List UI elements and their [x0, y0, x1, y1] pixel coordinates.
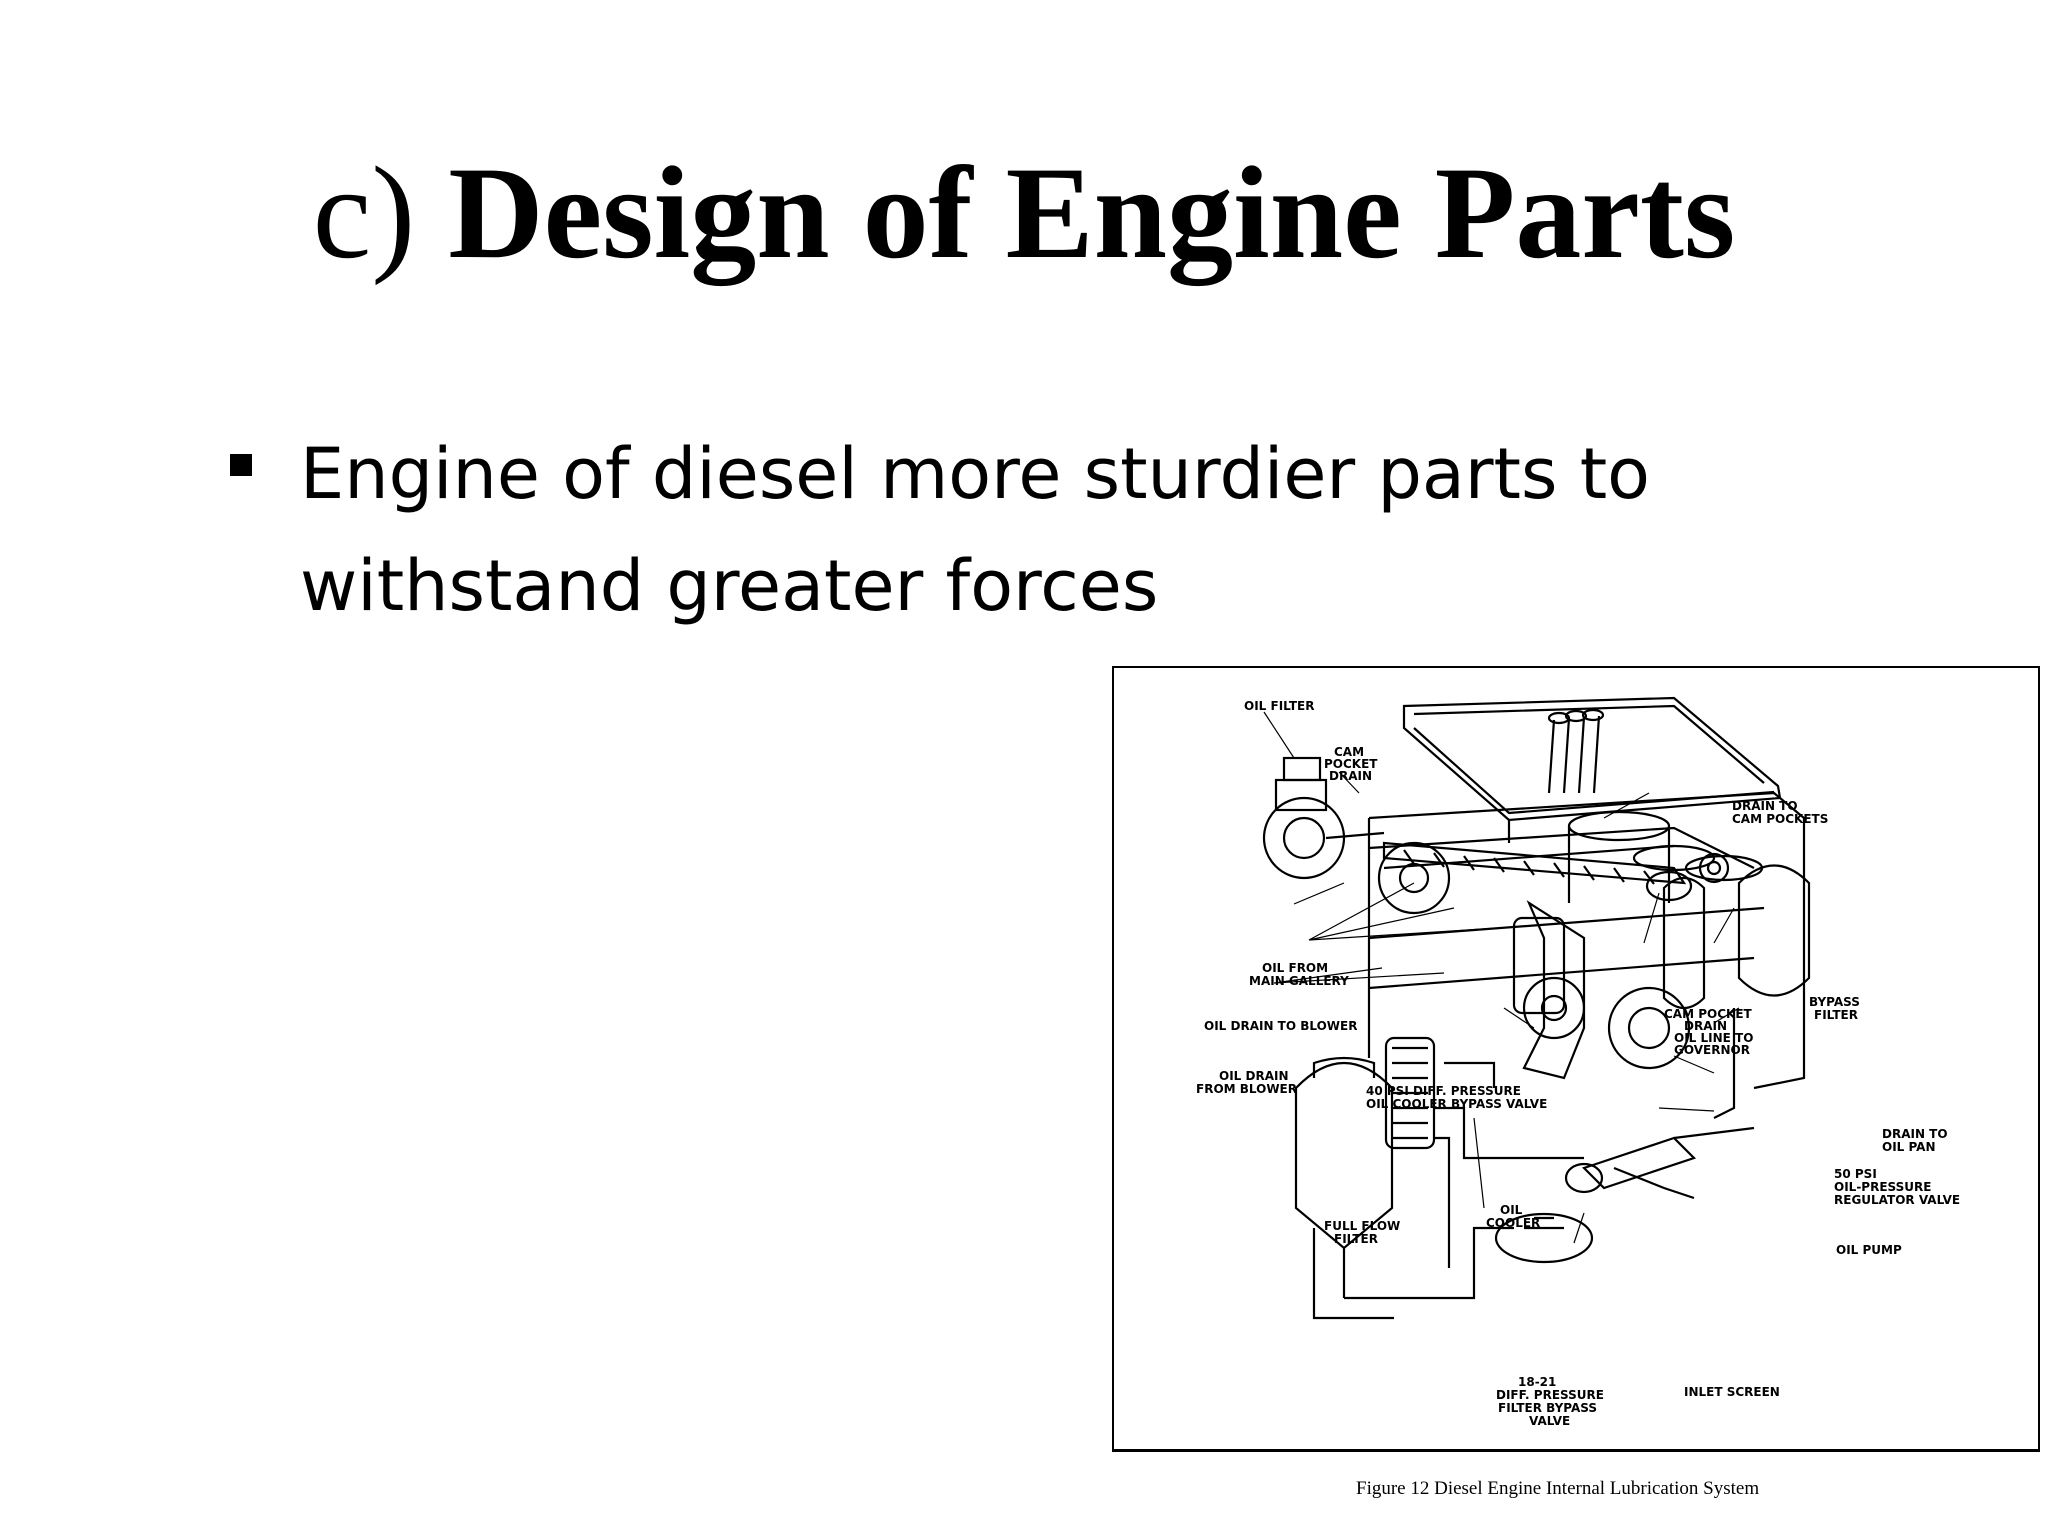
- bullet-square-icon: [230, 454, 252, 476]
- label-full-flow-2: FILTER: [1334, 1232, 1378, 1246]
- label-oil-pump: OIL PUMP: [1836, 1243, 1902, 1257]
- label-oil-drain-from-2: FROM BLOWER: [1196, 1082, 1297, 1096]
- bullet-item: Engine of diesel more sturdier parts to …: [230, 418, 1790, 642]
- label-bypass-valve-4: VALVE: [1529, 1414, 1570, 1428]
- label-cam-pocket-drain-1: CAM: [1334, 745, 1364, 759]
- label-psi40-2: OIL COOLER BYPASS VALVE: [1366, 1097, 1547, 1111]
- label-drain-cam-2: CAM POCKETS: [1732, 812, 1828, 826]
- label-oil-from-1: OIL FROM: [1262, 961, 1328, 975]
- label-drain-oil-pan-1: DRAIN TO: [1882, 1127, 1948, 1141]
- label-cam-pocket-b-1: CAM POCKET: [1664, 1007, 1753, 1021]
- label-drain-oil-pan-2: OIL PAN: [1882, 1140, 1936, 1154]
- label-cam-pocket-drain-2: POCKET: [1324, 757, 1378, 771]
- label-oil-from-2: MAIN GALLERY: [1249, 974, 1349, 988]
- label-bypass-filter-2: FILTER: [1814, 1008, 1858, 1022]
- label-oil-cooler-2: COOLER: [1486, 1216, 1540, 1230]
- bullet-text: Engine of diesel more sturdier parts to …: [300, 433, 1650, 627]
- label-oil-drain-to-blower: OIL DRAIN TO BLOWER: [1204, 1019, 1357, 1033]
- diagram-labels: OIL FILTER CAM POCKET DRAIN DRAIN TO CAM…: [1196, 699, 1960, 1428]
- label-cam-pocket-drain-3: DRAIN: [1329, 769, 1372, 783]
- label-drain-cam-1: DRAIN TO: [1732, 799, 1798, 813]
- engine-linework: [1262, 696, 1811, 1320]
- lubrication-diagram: OIL FILTER CAM POCKET DRAIN DRAIN TO CAM…: [1112, 666, 2040, 1452]
- label-full-flow-1: FULL FLOW: [1324, 1219, 1400, 1233]
- label-psi50-2: OIL-PRESSURE: [1834, 1180, 1931, 1194]
- title-main: Design of Engine Parts: [448, 139, 1736, 286]
- label-bypass-filter-1: BYPASS: [1809, 995, 1860, 1009]
- label-bypass-valve-3: FILTER BYPASS: [1498, 1401, 1597, 1415]
- label-psi50-1: 50 PSI: [1834, 1167, 1877, 1181]
- title-prefix: c): [312, 139, 416, 286]
- label-inlet-screen: INLET SCREEN: [1684, 1385, 1780, 1399]
- label-bypass-valve-2: DIFF. PRESSURE: [1496, 1388, 1604, 1402]
- figure-caption: Figure 12 Diesel Engine Internal Lubrica…: [1356, 1478, 1760, 1499]
- label-psi50-3: REGULATOR VALVE: [1834, 1193, 1960, 1207]
- label-psi40-1: 40 PSI DIFF. PRESSURE: [1366, 1084, 1521, 1098]
- label-bypass-valve-1: 18-21: [1518, 1375, 1556, 1389]
- label-oil-drain-from-1: OIL DRAIN: [1219, 1069, 1289, 1083]
- label-cam-pocket-b-2: DRAIN: [1684, 1019, 1727, 1033]
- label-oil-cooler-1: OIL: [1500, 1203, 1523, 1217]
- label-oil-line-1: OIL LINE TO: [1674, 1031, 1753, 1045]
- slide-title: c) Design of Engine Parts: [0, 140, 2048, 285]
- label-oil-line-2: GOVERNOR: [1674, 1043, 1750, 1057]
- engine-drawing: OIL FILTER CAM POCKET DRAIN DRAIN TO CAM…: [1196, 696, 1960, 1428]
- label-oil-filter: OIL FILTER: [1244, 699, 1314, 713]
- leader-lines: [1263, 711, 1740, 1244]
